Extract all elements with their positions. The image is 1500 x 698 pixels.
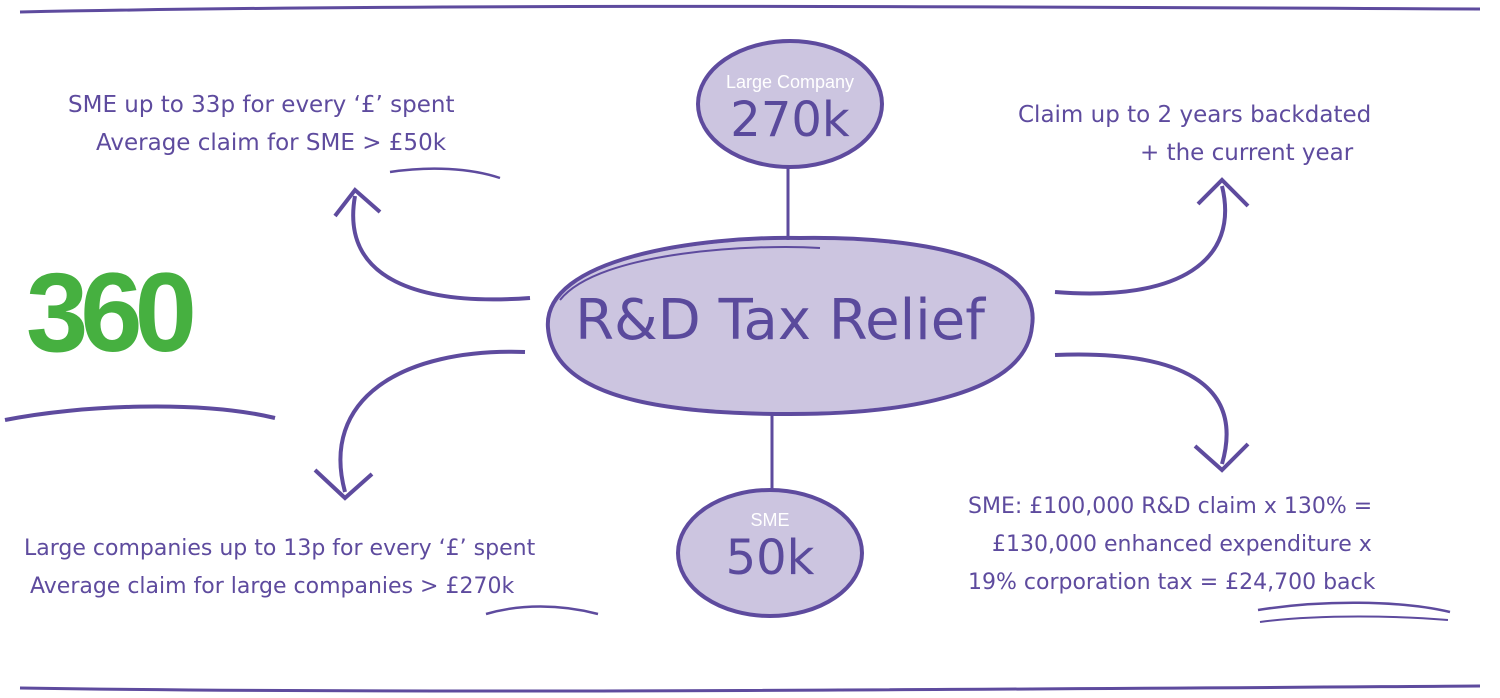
center-ellipse-sketch-line	[559, 246, 821, 301]
large-company-value: 270k	[730, 92, 850, 148]
arrow-top-left	[351, 195, 531, 302]
top-right-line1: Claim up to 2 years backdated	[1018, 102, 1372, 128]
large-company-label: Large Company	[725, 72, 855, 92]
center-ellipse-fill	[549, 239, 1031, 412]
bottom-right-line3: 19% corporation tax = £24,700 back	[968, 570, 1376, 595]
underline-bottom-right-2	[1259, 615, 1449, 623]
underline-bottom-left	[485, 605, 599, 616]
bottom-left-line1: Large companies up to 13p for every ‘£’ …	[24, 536, 536, 561]
arrowhead-bottom-left	[313, 468, 374, 501]
logo-360: 360	[26, 250, 197, 375]
center-ellipse-outline	[545, 235, 1035, 417]
top-right-line2: + the current year	[1140, 140, 1354, 166]
sme-label: SME	[750, 510, 790, 530]
center-title: R&D Tax Relief	[575, 288, 985, 353]
sme-value: 50k	[725, 530, 815, 586]
underline-top-left	[389, 167, 501, 180]
sme-bubble-outline	[676, 488, 864, 618]
large-company-bubble-outline	[696, 39, 884, 169]
sme-bubble-fill	[678, 490, 862, 616]
bottom-left-line2: Average claim for large companies > £270…	[30, 574, 515, 599]
bottom-left-note: Large companies up to 13p for every ‘£’ …	[24, 530, 535, 606]
bottom-right-line1: SME: £100,000 R&D claim x 130% =	[968, 494, 1373, 519]
arrowhead-bottom-right	[1193, 442, 1250, 473]
large-company-bubble-fill	[698, 41, 882, 167]
bottom-right-note: SME: £100,000 R&D claim x 130% = £130,00…	[968, 488, 1375, 602]
arrowhead-top-left	[333, 187, 382, 218]
top-left-line2: Average claim for SME > £50k	[96, 130, 447, 156]
arrowhead-top-right	[1196, 177, 1250, 208]
arrow-bottom-right	[1054, 352, 1229, 465]
arrow-top-right	[1054, 185, 1228, 296]
bottom-right-line2: £130,000 enhanced expenditure x	[992, 532, 1372, 557]
bottom-border-stroke	[19, 684, 1481, 693]
underline-bottom-right-1	[1257, 601, 1451, 614]
top-border-stroke	[19, 4, 1481, 14]
top-left-note: SME up to 33p for every ‘£’ spent Averag…	[68, 86, 454, 162]
top-right-note: Claim up to 2 years backdated + the curr…	[1018, 96, 1371, 172]
top-left-line1: SME up to 33p for every ‘£’ spent	[68, 92, 455, 118]
underline-logo	[4, 404, 276, 422]
arrow-bottom-left	[338, 349, 526, 493]
